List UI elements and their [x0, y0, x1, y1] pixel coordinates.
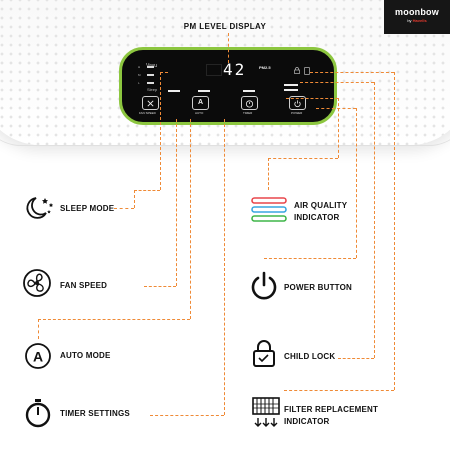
speed-level-high: H: [138, 65, 141, 69]
fan-speed-button[interactable]: [142, 96, 159, 110]
auto-mode-label: AUTO MODE: [60, 351, 111, 360]
fan-speed-label: FAN SPEED: [60, 281, 108, 290]
fan-icon: [147, 99, 154, 107]
power-icon: [250, 270, 278, 305]
leader-fan-v: [176, 119, 177, 286]
indicator-light-fan: [168, 90, 180, 92]
power-button[interactable]: [289, 96, 306, 110]
filter-label-line1: FILTER REPLACEMENT: [284, 405, 379, 414]
brand-maker: Havells: [412, 18, 427, 23]
leader-power-h1: [316, 108, 356, 109]
leader-pm-display: [228, 33, 229, 63]
timer-settings-label: TIMER SETTINGS: [60, 409, 130, 418]
leader-sleep-h3: [114, 208, 134, 209]
filter-label-line2: INDICATOR: [284, 417, 330, 426]
leader-lock-v: [374, 82, 375, 358]
leader-sleep-v: [160, 72, 161, 190]
leader-filter-v: [394, 72, 395, 390]
leader-timer-h: [150, 415, 224, 416]
air-quality-indicator-label: AIR QUALITY INDICATOR: [294, 200, 347, 224]
purifier-rim: [0, 105, 450, 146]
child-lock-label: CHILD LOCK: [284, 352, 336, 361]
timer-button-label: TIMER: [243, 111, 253, 115]
filter-indicator-icon: [304, 67, 310, 75]
indicator-light-auto: [198, 90, 210, 92]
brand-byline: by Havells: [384, 18, 450, 23]
leader-auto-v: [190, 119, 191, 319]
leader-sleep-v2: [134, 190, 135, 208]
air-quality-bars-icon: [250, 196, 288, 229]
stopwatch-icon: [245, 99, 254, 108]
brand-logo: moonbow by Havells: [384, 0, 450, 34]
leader-power-h2: [264, 258, 356, 259]
pm-unit-label: PM2.5: [259, 65, 271, 70]
leader-aq-h1: [286, 98, 338, 99]
leader-filter-h1: [310, 72, 394, 73]
filter-replacement-label: FILTER REPLACEMENT INDICATOR: [284, 404, 378, 428]
auto-a-icon: A: [197, 99, 204, 106]
sleep-indicator-label: Sleep: [147, 87, 158, 92]
leader-aq-v2: [268, 158, 269, 190]
air-quality-light-2: [284, 89, 298, 91]
sleep-mode-label: SLEEP MODE: [60, 204, 115, 213]
stopwatch-icon: [24, 398, 52, 433]
svg-text:A: A: [33, 349, 43, 365]
leader-sleep-h1: [160, 72, 168, 73]
leader-lock-h1: [300, 82, 374, 83]
leader-fan-h: [144, 286, 176, 287]
power-button-label: POWER: [291, 111, 303, 115]
auto-a-icon: A: [24, 342, 52, 375]
timer-button[interactable]: [241, 96, 258, 110]
air-quality-label-line1: AIR QUALITY: [294, 201, 348, 210]
leader-sleep-h2: [134, 190, 160, 191]
power-button-feature-label: POWER BUTTON: [284, 283, 353, 292]
speed-led-high: [147, 66, 154, 68]
fan-speed-button-label: FAN SPEED: [139, 111, 156, 115]
auto-button-label: AUTO: [195, 111, 204, 115]
speed-led-low: [147, 82, 154, 84]
pm-level-display-title: PM LEVEL DISPLAY: [183, 22, 267, 31]
leader-aq-h2: [268, 158, 338, 159]
leader-timer-v: [224, 119, 225, 415]
padlock-icon: [252, 338, 276, 373]
leader-aq-v: [338, 98, 339, 158]
filter-icon: [250, 396, 282, 435]
speed-level-medium: M: [138, 73, 141, 77]
leader-auto-v2: [38, 319, 39, 339]
moon-stars-icon: [22, 194, 54, 227]
indicator-light-timer: [243, 90, 255, 92]
air-quality-light-1: [284, 84, 298, 86]
fan-icon: [22, 268, 52, 303]
power-icon: [294, 99, 301, 107]
child-lock-indicator-icon: [294, 67, 300, 76]
auto-button[interactable]: A: [192, 96, 209, 110]
display-segment-unlit: [206, 64, 222, 76]
leader-lock-h2: [338, 358, 374, 359]
leader-power-v: [356, 108, 357, 258]
speed-level-low: L: [138, 81, 140, 85]
leader-filter-h2: [284, 390, 394, 391]
leader-auto-h: [38, 319, 190, 320]
air-quality-label-line2: INDICATOR: [294, 213, 340, 222]
speed-led-medium: [147, 74, 154, 76]
brand-by-text: by: [407, 18, 412, 23]
brand-name: moonbow: [395, 7, 439, 17]
pm-value-display: 42: [223, 60, 247, 79]
